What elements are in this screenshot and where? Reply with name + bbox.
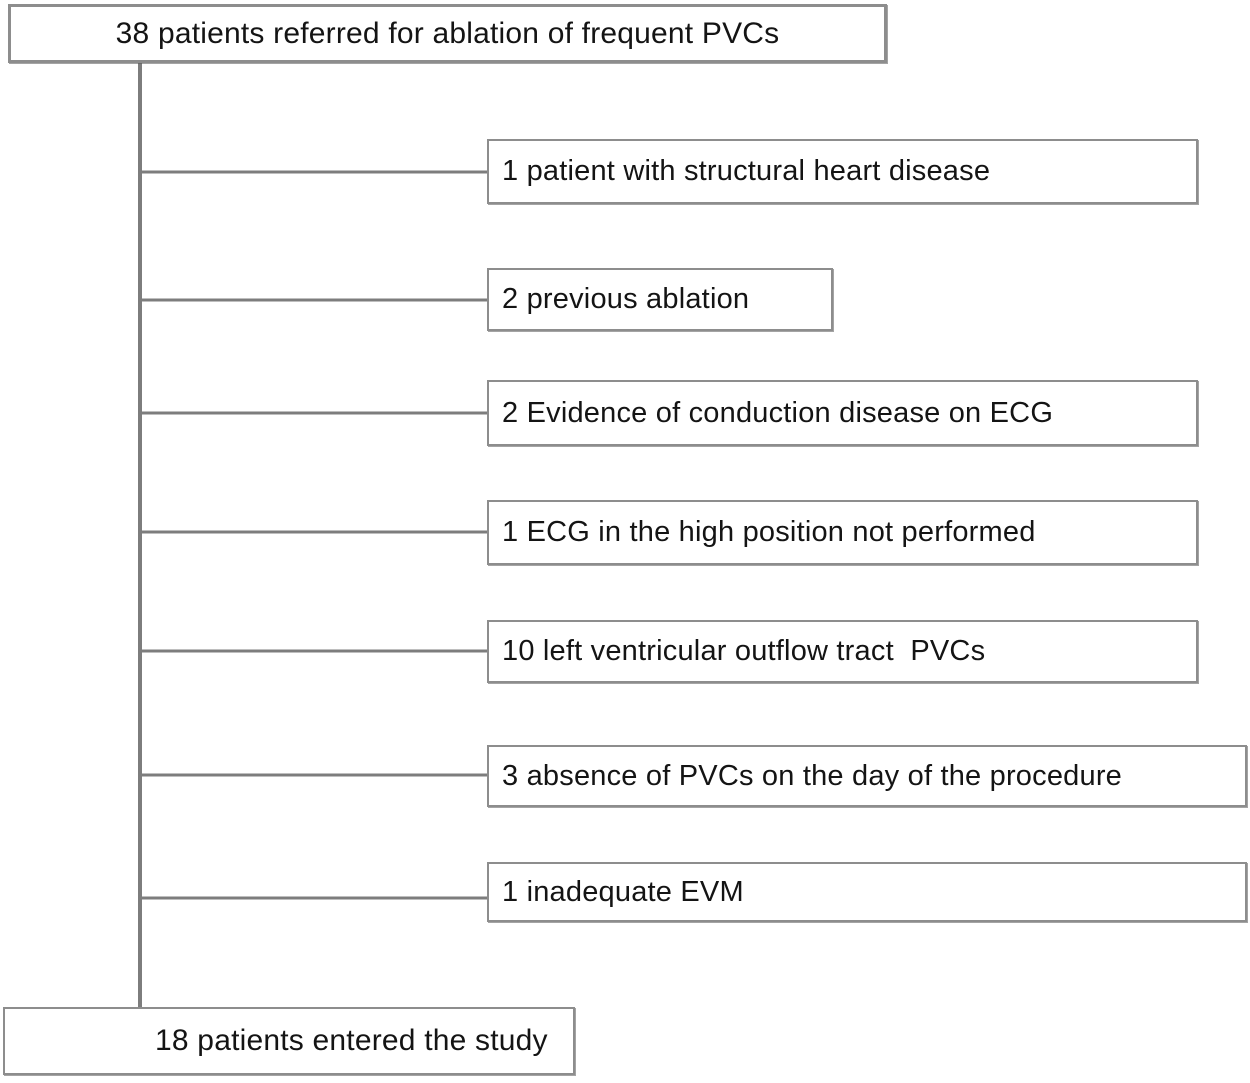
exclusion-box-2-label: 2 previous ablation (502, 283, 750, 315)
exclusion-box-7-label: 1 inadequate EVM (502, 875, 744, 908)
source-box-label: 38 patients referred for ablation of fre… (115, 16, 780, 50)
exclusion-box-6: 3 absence of PVCs on the day of the proc… (487, 745, 1247, 807)
result-box: 18 patients entered the study (3, 1007, 575, 1075)
result-box-label: 18 patients entered the study (155, 1024, 548, 1057)
exclusion-box-7: 1 inadequate EVM (487, 862, 1247, 922)
exclusion-box-3-label: 2 Evidence of conduction disease on ECG (502, 396, 1054, 429)
exclusion-box-1-label: 1 patient with structural heart disease (502, 155, 991, 187)
exclusion-box-4: 1 ECG in the high position not performed (487, 500, 1198, 565)
exclusion-box-5-label: 10 left ventricular outflow tract PVCs (502, 635, 986, 667)
exclusion-box-2: 2 previous ablation (487, 268, 833, 331)
exclusion-box-4-label: 1 ECG in the high position not performed (502, 516, 1036, 548)
exclusion-box-5: 10 left ventricular outflow tract PVCs (487, 620, 1198, 683)
source-box: 38 patients referred for ablation of fre… (8, 4, 887, 63)
exclusion-box-6-label: 3 absence of PVCs on the day of the proc… (502, 759, 1123, 792)
exclusion-box-1: 1 patient with structural heart disease (487, 139, 1198, 204)
exclusion-box-3: 2 Evidence of conduction disease on ECG (487, 380, 1198, 446)
